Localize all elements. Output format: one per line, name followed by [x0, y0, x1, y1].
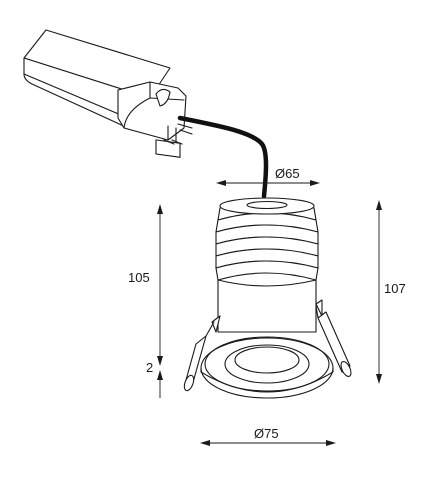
bezel-trim — [200, 336, 334, 399]
led-driver-box — [23, 29, 193, 158]
body-height-dimension: 105 — [128, 204, 163, 366]
body-height-label: 105 — [128, 270, 150, 285]
heatsink-fins — [215, 197, 319, 281]
bezel-thickness-label: 2 — [146, 360, 153, 375]
terminal-block — [155, 123, 193, 158]
spring-clip-right — [315, 299, 352, 377]
power-cable — [177, 115, 269, 199]
total-height-dimension: 107 — [376, 200, 406, 384]
bezel-diameter-dimension: Ø75 — [200, 426, 336, 446]
recessed-downlight — [183, 197, 352, 399]
bezel-diameter-label: Ø75 — [254, 426, 279, 441]
top-diameter-label: Ø65 — [275, 166, 300, 181]
total-height-label: 107 — [384, 281, 406, 296]
top-diameter-dimension: Ø65 — [216, 166, 320, 186]
spring-clip-left — [183, 315, 221, 392]
bezel-thickness-dimension: 2 — [146, 360, 163, 398]
